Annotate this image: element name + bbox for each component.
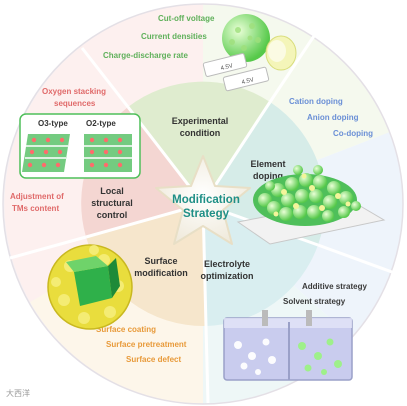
watermark-text: 大西洋 [6, 388, 30, 398]
watermark: 大西洋 [6, 388, 30, 398]
text-cutoff: Cut-off voltage [158, 14, 215, 23]
center-title-line1: Modification [172, 194, 240, 206]
label-element-2: doping [253, 171, 283, 181]
doping-particles [253, 165, 361, 226]
doping-illustration [236, 165, 386, 245]
text-rate: Charge-discharge rate [103, 51, 188, 60]
text-coating: Surface coating [96, 325, 156, 334]
label-experimental-2: condition [180, 128, 221, 138]
inset-o2: O2-type [86, 119, 116, 128]
text-adjust-1: Adjustment of [10, 192, 64, 201]
battery-label-2: 4.5V [241, 77, 254, 86]
label-electrolyte-2: optimization [201, 271, 254, 281]
battery-card-2: 4.5V [222, 66, 270, 92]
sector-electrolyte [203, 204, 318, 326]
text-codoping: Co-doping [333, 129, 373, 138]
text-anion: Anion doping [307, 113, 359, 122]
text-oxygen-2: sequences [54, 99, 96, 108]
text-defect: Surface defect [126, 355, 181, 364]
sector-labels: Experimental condition Element doping El… [91, 116, 285, 281]
electrolyte-illustration [223, 310, 353, 381]
text-pretreat: Surface pretreatment [106, 340, 187, 349]
battery-card-1: 4.5V [202, 53, 248, 77]
text-additive: Additive strategy [302, 282, 367, 291]
experimental-illustration: 4.5V 4.5V [202, 14, 297, 92]
label-experimental-1: Experimental [172, 116, 229, 126]
text-adjust-2: TMs content [12, 204, 59, 213]
local-inset: O3-type O2-type [19, 113, 141, 179]
o2-lattice [84, 134, 132, 172]
surface-illustration [47, 244, 133, 330]
sector-experimental [128, 81, 270, 204]
text-solvent: Solvent strategy [283, 297, 346, 306]
o3-lattice [22, 134, 70, 172]
label-local-1: Local [100, 186, 124, 196]
inset-o3: O3-type [38, 119, 68, 128]
center-star: Modification Strategy [155, 155, 251, 245]
text-oxygen-1: Oxygen stacking [42, 87, 106, 96]
label-surface-2: modification [134, 268, 188, 278]
center-title-line2: Strategy [183, 208, 230, 220]
label-electrolyte-1: Electrolyte [204, 259, 250, 269]
label-local-3: control [97, 210, 128, 220]
outer-labels: Cut-off voltage Current densities Charge… [10, 14, 373, 364]
label-element-1: Element [250, 159, 285, 169]
text-current: Current densities [141, 32, 207, 41]
label-surface-1: Surface [144, 256, 177, 266]
text-cation: Cation doping [289, 97, 343, 106]
label-local-2: structural [91, 198, 133, 208]
battery-label-1: 4.5V [220, 63, 233, 72]
